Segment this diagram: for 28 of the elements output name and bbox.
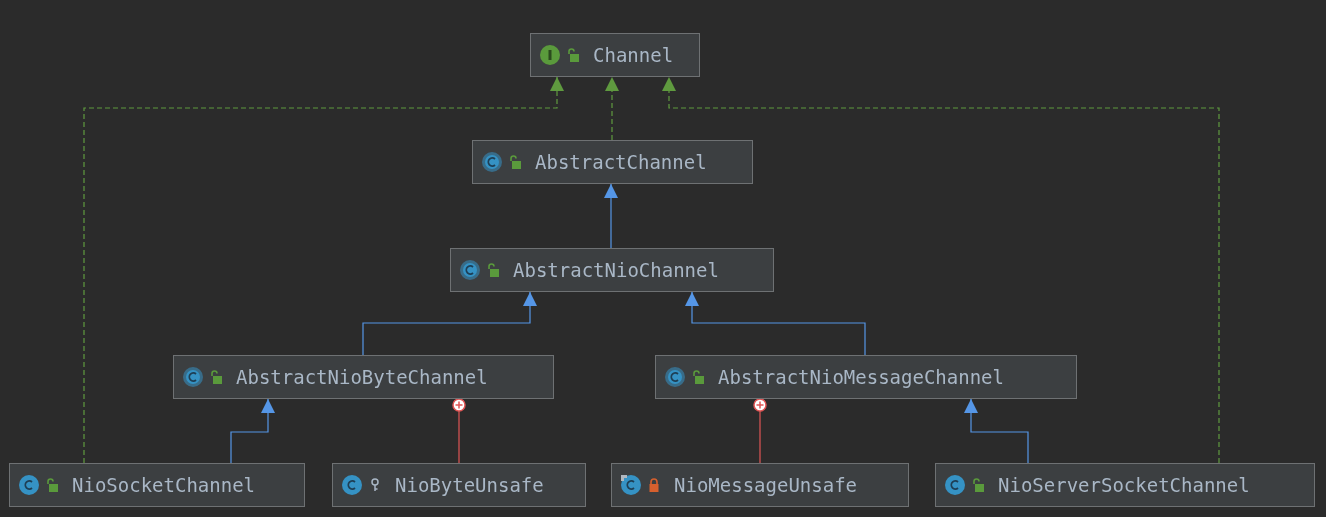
class-box — [9, 463, 305, 507]
class-box — [472, 140, 753, 184]
inheritance-arrow — [685, 291, 866, 356]
class-box — [611, 463, 909, 507]
inheritance-arrow — [964, 398, 1029, 464]
inner-class-connector — [452, 398, 466, 464]
class-name: NioByteUnsafe — [395, 474, 544, 496]
class-box — [935, 463, 1315, 507]
class-name: AbstractNioByteChannel — [236, 366, 488, 388]
class-name: AbstractChannel — [535, 151, 707, 173]
implements-arrow — [605, 76, 619, 141]
inner-class-connector — [753, 398, 767, 464]
inheritance-arrow — [230, 398, 275, 464]
inheritance-arrow — [362, 291, 537, 356]
class-name: AbstractNioChannel — [513, 259, 719, 281]
implements-arrow — [662, 76, 1220, 464]
class-name: NioServerSocketChannel — [998, 474, 1250, 496]
class-box — [332, 463, 586, 507]
class-name: NioSocketChannel — [72, 474, 256, 496]
class-box — [655, 355, 1077, 399]
implements-arrow — [83, 76, 564, 464]
class-box — [173, 355, 554, 399]
class-name: NioMessageUnsafe — [674, 474, 858, 496]
inheritance-arrow — [604, 183, 618, 249]
class-box — [450, 248, 774, 292]
class-box — [530, 33, 700, 77]
class-name: Channel — [593, 44, 674, 66]
class-name: AbstractNioMessageChannel — [718, 366, 1004, 388]
